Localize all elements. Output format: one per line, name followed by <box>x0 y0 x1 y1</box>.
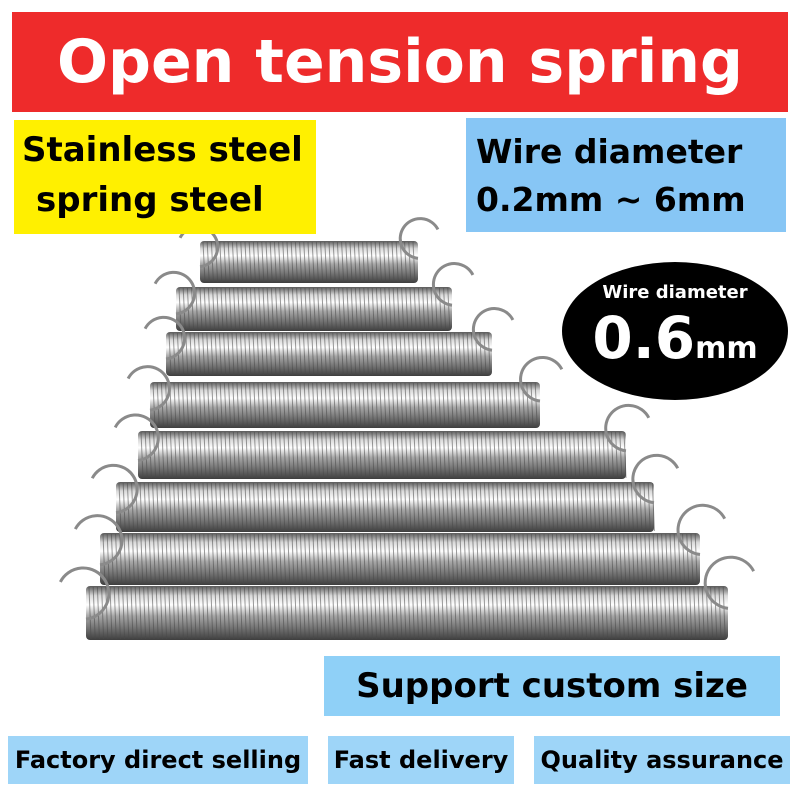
material-line-1: Stainless steel <box>22 130 303 170</box>
material-box: Stainless steel spring steel <box>14 120 316 234</box>
spring-2 <box>153 262 475 331</box>
wire-diameter-label: Wire diameter <box>476 132 743 171</box>
spring-7 <box>73 503 727 585</box>
title-banner: Open tension spring <box>12 12 788 112</box>
custom-size-box: Support custom size <box>324 656 780 716</box>
wire-diameter-range: 0.2mm ~ 6mm <box>476 180 746 219</box>
spring-8 <box>59 555 755 640</box>
spring-4 <box>126 356 564 428</box>
custom-size-text: Support custom size <box>356 666 748 706</box>
feature-label-3: Quality assurance <box>540 746 784 774</box>
badge-value: 0.6mm <box>562 304 788 372</box>
spring-6 <box>90 453 680 532</box>
material-line-2: spring steel <box>36 180 264 220</box>
feature-label-1: Factory direct selling <box>14 746 302 774</box>
feature-quality-assurance: Quality assurance <box>534 736 790 784</box>
spring-1 <box>178 217 440 283</box>
wire-diameter-box: Wire diameter 0.2mm ~ 6mm <box>466 118 786 232</box>
spring-3 <box>143 307 515 376</box>
feature-fast-delivery: Fast delivery <box>328 736 514 784</box>
badge-number: 0.6 <box>592 304 696 372</box>
feature-factory-direct: Factory direct selling <box>8 736 308 784</box>
badge-unit: mm <box>695 331 758 366</box>
wire-diameter-badge: Wire diameter 0.6mm <box>562 262 788 400</box>
spring-5 <box>113 403 651 479</box>
feature-label-2: Fast delivery <box>333 746 509 774</box>
badge-label: Wire diameter <box>602 282 748 303</box>
title-text: Open tension spring <box>57 27 743 97</box>
